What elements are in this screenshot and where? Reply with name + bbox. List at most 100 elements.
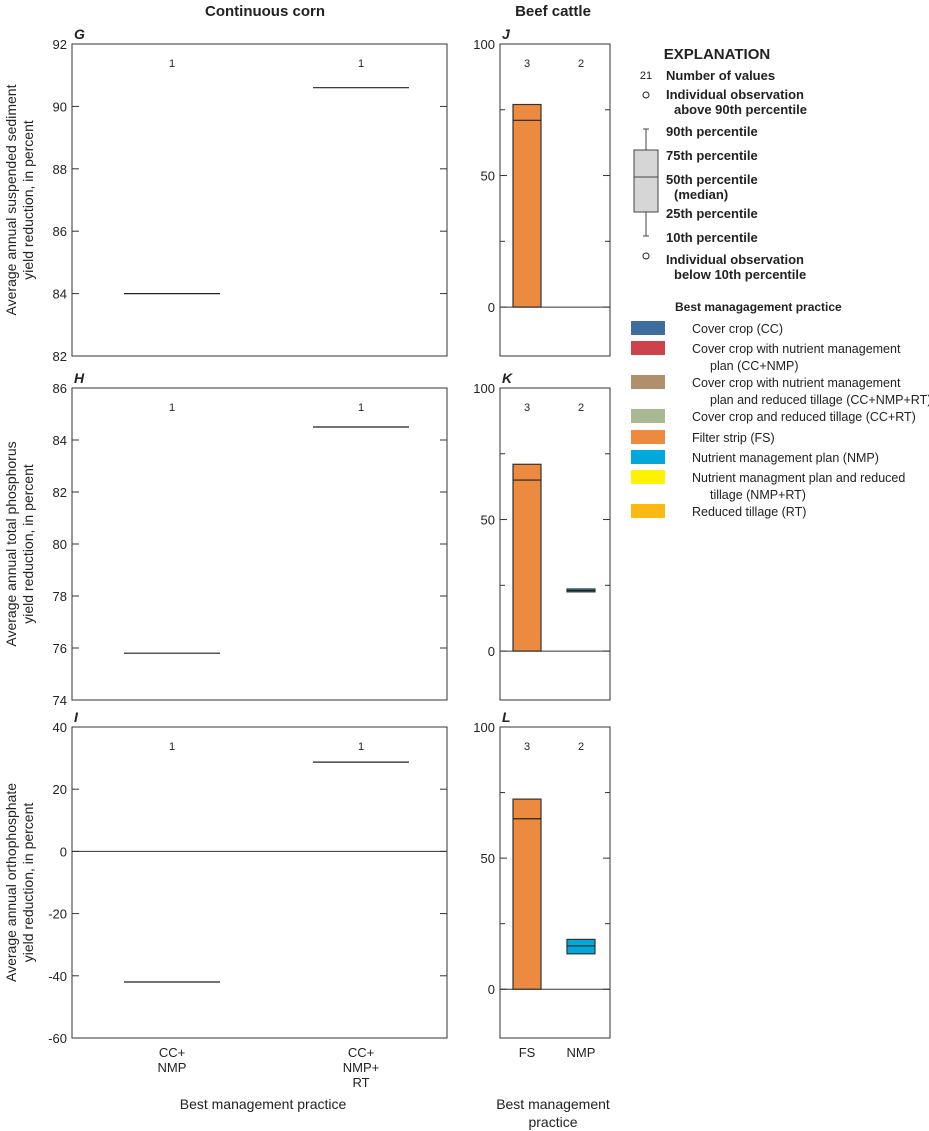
- count-label: 3: [524, 741, 530, 753]
- x-tick-label: CC+: [159, 1045, 185, 1060]
- bmp-swatch: [631, 430, 665, 444]
- bmp-swatch: [631, 341, 665, 355]
- count-label: 2: [578, 402, 584, 414]
- bmp-swatch: [631, 409, 665, 423]
- x-tick-label: NMP: [567, 1045, 596, 1060]
- outlier-icon: [642, 252, 650, 260]
- y-tick-label: 50: [481, 851, 495, 866]
- panel-letter: G: [74, 26, 85, 42]
- y-tick-label: 100: [473, 720, 495, 735]
- y-tick-label: 0: [60, 844, 67, 859]
- y-tick-label: 50: [481, 169, 495, 184]
- plot-frame: [71, 43, 448, 357]
- x-axis-label-right-1: Best management: [496, 1096, 610, 1112]
- count-label: 3: [524, 58, 530, 70]
- y-tick-label: 20: [53, 782, 67, 797]
- bmp-label: Cover crop (CC): [692, 322, 783, 336]
- bmp-swatch: [631, 450, 665, 464]
- panel-letter: H: [74, 370, 85, 386]
- y-tick-label: -20: [48, 907, 67, 922]
- plot-frame: [499, 726, 611, 1039]
- x-tick-label: RT: [352, 1075, 369, 1090]
- y-axis-label-2: yield reduction, in percent: [20, 464, 36, 624]
- bmp-label: Reduced tillage (RT): [692, 505, 806, 519]
- y-tick-label: 100: [473, 381, 495, 396]
- y-tick-label: 80: [53, 537, 67, 552]
- legend-item-label: 25th percentile: [666, 206, 758, 221]
- y-tick-label: 50: [481, 513, 495, 528]
- count-label: 1: [169, 58, 175, 70]
- legend-item-label: 90th percentile: [666, 124, 758, 139]
- x-tick-label: NMP: [158, 1060, 187, 1075]
- x-tick-label: CC+: [348, 1045, 374, 1060]
- legend-count-example: 21: [640, 70, 652, 82]
- legend-item-label: Individual observation: [666, 87, 804, 102]
- legend-title: EXPLANATION: [664, 46, 770, 63]
- x-tick-label: FS: [519, 1045, 536, 1060]
- bmp-label: Cover crop with nutrient management: [692, 342, 901, 356]
- legend-item-label: 75th percentile: [666, 148, 758, 163]
- y-tick-label: 100: [473, 37, 495, 52]
- panel-letter: I: [74, 709, 79, 725]
- y-tick-label: 84: [53, 287, 67, 302]
- y-tick-label: 0: [488, 982, 495, 997]
- x-axis-label-right-2: practice: [528, 1114, 577, 1130]
- y-tick-label: 92: [53, 37, 67, 52]
- x-axis-label-left: Best management practice: [180, 1096, 347, 1112]
- y-tick-label: 86: [53, 381, 67, 396]
- bmp-label: Nutrient management plan (NMP): [692, 451, 879, 465]
- title-beef-cattle: Beef cattle: [515, 3, 591, 20]
- bmp-legend-title: Best managagement practice: [675, 300, 842, 314]
- plot-frame: [499, 387, 611, 701]
- legend-item-label: (median): [674, 187, 728, 202]
- count-label: 2: [578, 58, 584, 70]
- count-label: 2: [578, 741, 584, 753]
- y-tick-label: 76: [53, 641, 67, 656]
- y-tick-label: -60: [48, 1031, 67, 1046]
- count-label: 1: [169, 741, 175, 753]
- legend-item-label: above 90th percentile: [674, 102, 807, 117]
- legend-count-label: Number of values: [666, 68, 775, 83]
- bmp-label: Filter strip (FS): [692, 431, 775, 445]
- y-tick-label: -40: [48, 969, 67, 984]
- box-fs: [512, 798, 542, 990]
- box-icon: [633, 149, 659, 213]
- bmp-label: Cover crop and reduced tillage (CC+RT): [692, 410, 916, 424]
- y-tick-label: 82: [53, 349, 67, 364]
- y-axis-label-1: Average annual suspended sediment: [3, 84, 19, 315]
- y-tick-label: 40: [53, 720, 67, 735]
- bmp-label: tillage (NMP+RT): [710, 488, 806, 502]
- legend-item-label: below 10th percentile: [674, 267, 806, 282]
- y-tick-label: 0: [488, 644, 495, 659]
- count-label: 1: [169, 402, 175, 414]
- y-tick-label: 84: [53, 433, 67, 448]
- bmp-label: plan and reduced tillage (CC+NMP+RT): [710, 393, 929, 407]
- count-label: 1: [358, 58, 364, 70]
- y-tick-label: 86: [53, 224, 67, 239]
- y-tick-label: 78: [53, 589, 67, 604]
- count-label: 3: [524, 402, 530, 414]
- box-fs: [512, 463, 542, 652]
- bmp-label: Cover crop with nutrient management: [692, 376, 901, 390]
- y-tick-label: 90: [53, 99, 67, 114]
- plot-frame: [71, 726, 448, 1039]
- y-axis-label-2: yield reduction, in percent: [20, 803, 36, 963]
- title-continuous-corn: Continuous corn: [205, 3, 325, 20]
- y-axis-label-1: Average annual total phosphorus: [3, 441, 19, 646]
- y-tick-label: 0: [488, 300, 495, 315]
- box-nmp: [566, 938, 596, 955]
- bmp-label: Nutrient managment plan and reduced: [692, 471, 905, 485]
- y-axis-label-2: yield reduction, in percent: [20, 120, 36, 280]
- bmp-label: plan (CC+NMP): [710, 359, 799, 373]
- y-tick-label: 82: [53, 485, 67, 500]
- count-label: 1: [358, 741, 364, 753]
- bmp-swatch: [631, 504, 665, 518]
- count-label: 1: [358, 402, 364, 414]
